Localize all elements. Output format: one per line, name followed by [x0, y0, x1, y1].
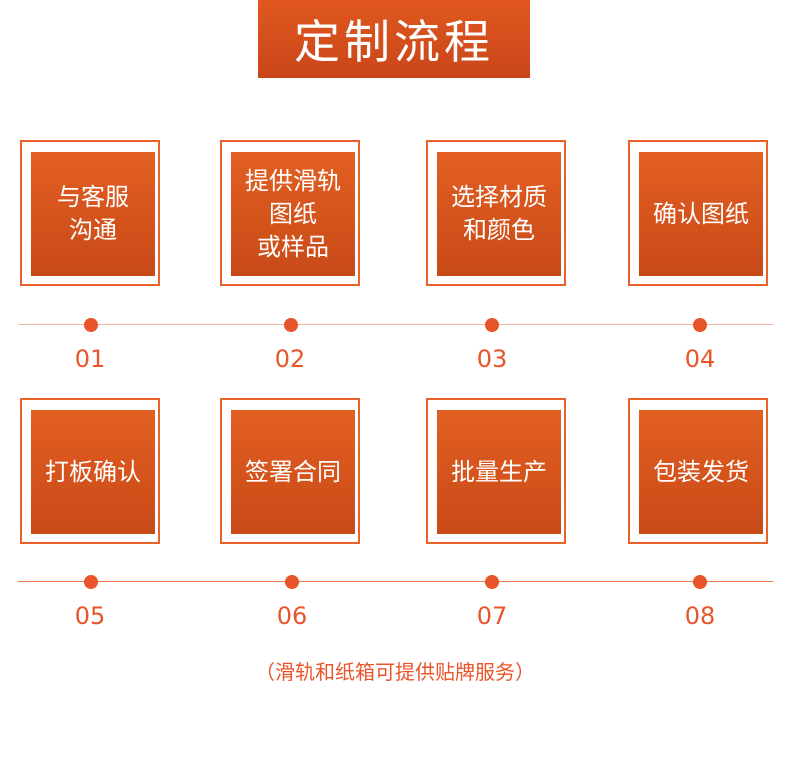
step-number: 05 — [74, 602, 106, 630]
timeline-dot-06 — [285, 575, 299, 589]
step-number: 08 — [684, 602, 716, 630]
timeline-line-1 — [18, 324, 773, 325]
step-card-inner: 批量生产 — [437, 410, 561, 534]
step-card-05: 打板确认 — [20, 398, 160, 544]
step-label: 确认图纸 — [653, 199, 749, 228]
step-card-inner: 打板确认 — [31, 410, 155, 534]
timeline-dot-03 — [485, 318, 499, 332]
step-card-inner: 与客服 沟通 — [31, 152, 155, 276]
timeline-dot-02 — [284, 318, 298, 332]
step-number: 02 — [274, 345, 306, 373]
step-card-04: 确认图纸 — [628, 140, 768, 286]
step-card-06: 签署合同 — [220, 398, 360, 544]
timeline-dot-07 — [485, 575, 499, 589]
step-number: 03 — [476, 345, 508, 373]
step-label: 提供滑轨 图纸 或样品 — [245, 166, 341, 261]
timeline-dot-08 — [693, 575, 707, 589]
timeline-dot-01 — [84, 318, 98, 332]
step-card-inner: 提供滑轨 图纸 或样品 — [231, 152, 355, 276]
step-card-03: 选择材质 和颜色 — [426, 140, 566, 286]
step-card-inner: 选择材质 和颜色 — [437, 152, 561, 276]
step-number: 06 — [276, 602, 308, 630]
step-card-inner: 确认图纸 — [639, 152, 763, 276]
step-label: 与客服 沟通 — [57, 183, 129, 244]
step-card-07: 批量生产 — [426, 398, 566, 544]
step-card-01: 与客服 沟通 — [20, 140, 160, 286]
step-label: 选择材质 和颜色 — [451, 183, 547, 244]
step-label: 签署合同 — [245, 457, 341, 486]
step-card-02: 提供滑轨 图纸 或样品 — [220, 140, 360, 286]
step-label: 包装发货 — [653, 457, 749, 486]
step-number: 04 — [684, 345, 716, 373]
step-card-08: 包装发货 — [628, 398, 768, 544]
timeline-line-2 — [18, 581, 773, 582]
step-label: 打板确认 — [45, 457, 141, 486]
step-card-inner: 包装发货 — [639, 410, 763, 534]
timeline-dot-05 — [84, 575, 98, 589]
step-card-inner: 签署合同 — [231, 410, 355, 534]
step-number: 01 — [74, 345, 106, 373]
step-number: 07 — [476, 602, 508, 630]
step-label: 批量生产 — [451, 457, 547, 486]
footer-note: （滑轨和纸箱可提供贴牌服务） — [255, 660, 535, 684]
page-title: 定制流程 — [258, 0, 530, 78]
timeline-dot-04 — [693, 318, 707, 332]
